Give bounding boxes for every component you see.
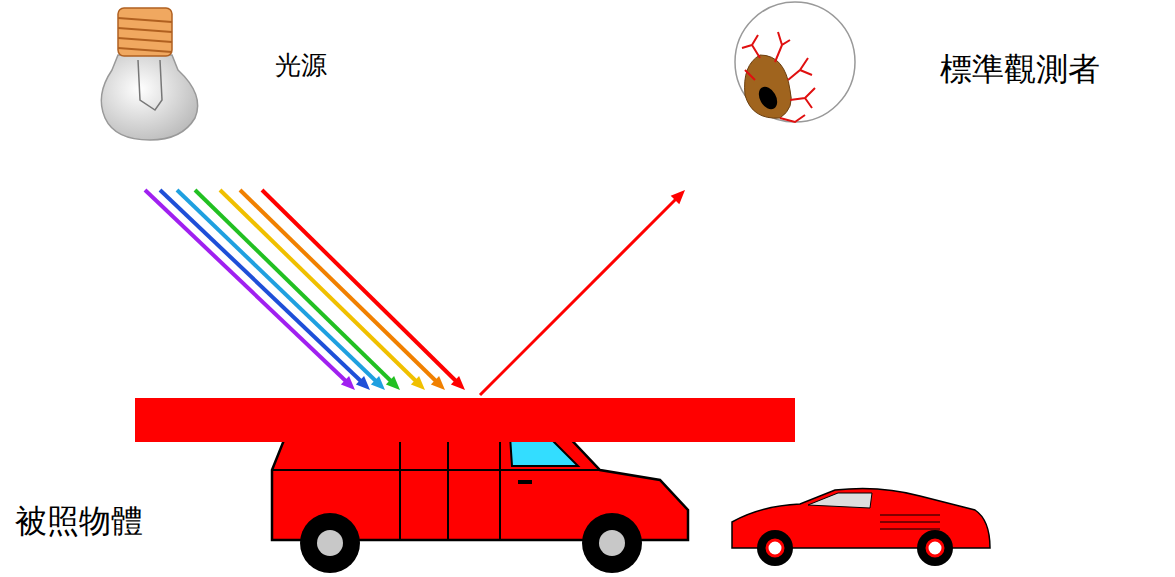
text-label: 被照物體 bbox=[15, 500, 143, 544]
reflected-ray bbox=[480, 190, 685, 395]
van-hub bbox=[317, 530, 343, 556]
ray-head bbox=[411, 376, 425, 390]
car-line bbox=[880, 529, 940, 530]
van-wheel bbox=[300, 513, 360, 573]
text-label: 標準觀測者 bbox=[940, 48, 1100, 92]
car-line bbox=[880, 515, 940, 516]
bulb-thread bbox=[118, 48, 172, 52]
car-window bbox=[808, 493, 872, 508]
ray bbox=[480, 195, 680, 395]
ray-head bbox=[341, 376, 355, 390]
red-surface bbox=[135, 398, 795, 442]
ray bbox=[262, 190, 460, 385]
ray-head bbox=[431, 376, 445, 390]
van-line bbox=[272, 469, 600, 471]
bulb-filament bbox=[138, 60, 162, 110]
ray-head bbox=[386, 376, 400, 390]
ray bbox=[240, 190, 440, 385]
car-hub bbox=[927, 540, 943, 556]
van-hub bbox=[599, 530, 625, 556]
ray bbox=[160, 190, 365, 385]
eye-ball bbox=[735, 2, 855, 122]
bulb-glass bbox=[101, 55, 197, 140]
ray bbox=[220, 190, 420, 385]
ray-head bbox=[356, 376, 370, 390]
ray-head bbox=[451, 376, 465, 390]
ray bbox=[177, 190, 380, 385]
car-hub bbox=[767, 540, 783, 556]
bulb-base bbox=[118, 8, 172, 56]
bulb-thread bbox=[118, 38, 172, 42]
bulb-thread bbox=[118, 18, 172, 22]
eye-veins bbox=[742, 32, 815, 122]
eye-iris bbox=[745, 55, 792, 118]
car-wheel bbox=[917, 530, 953, 566]
eye bbox=[735, 2, 855, 122]
car-line bbox=[880, 522, 940, 523]
car-wheel bbox=[757, 530, 793, 566]
bulb-thread bbox=[118, 28, 172, 32]
van-wheel bbox=[582, 513, 642, 573]
ray bbox=[195, 190, 395, 385]
van-handle bbox=[518, 480, 532, 484]
light-bulb bbox=[101, 8, 197, 140]
sports-car bbox=[732, 488, 990, 566]
incident-rays bbox=[145, 190, 465, 390]
ray-head bbox=[371, 376, 385, 390]
eye-pupil bbox=[755, 84, 781, 113]
ray-head bbox=[671, 190, 685, 204]
text-label: 光源 bbox=[275, 48, 327, 83]
